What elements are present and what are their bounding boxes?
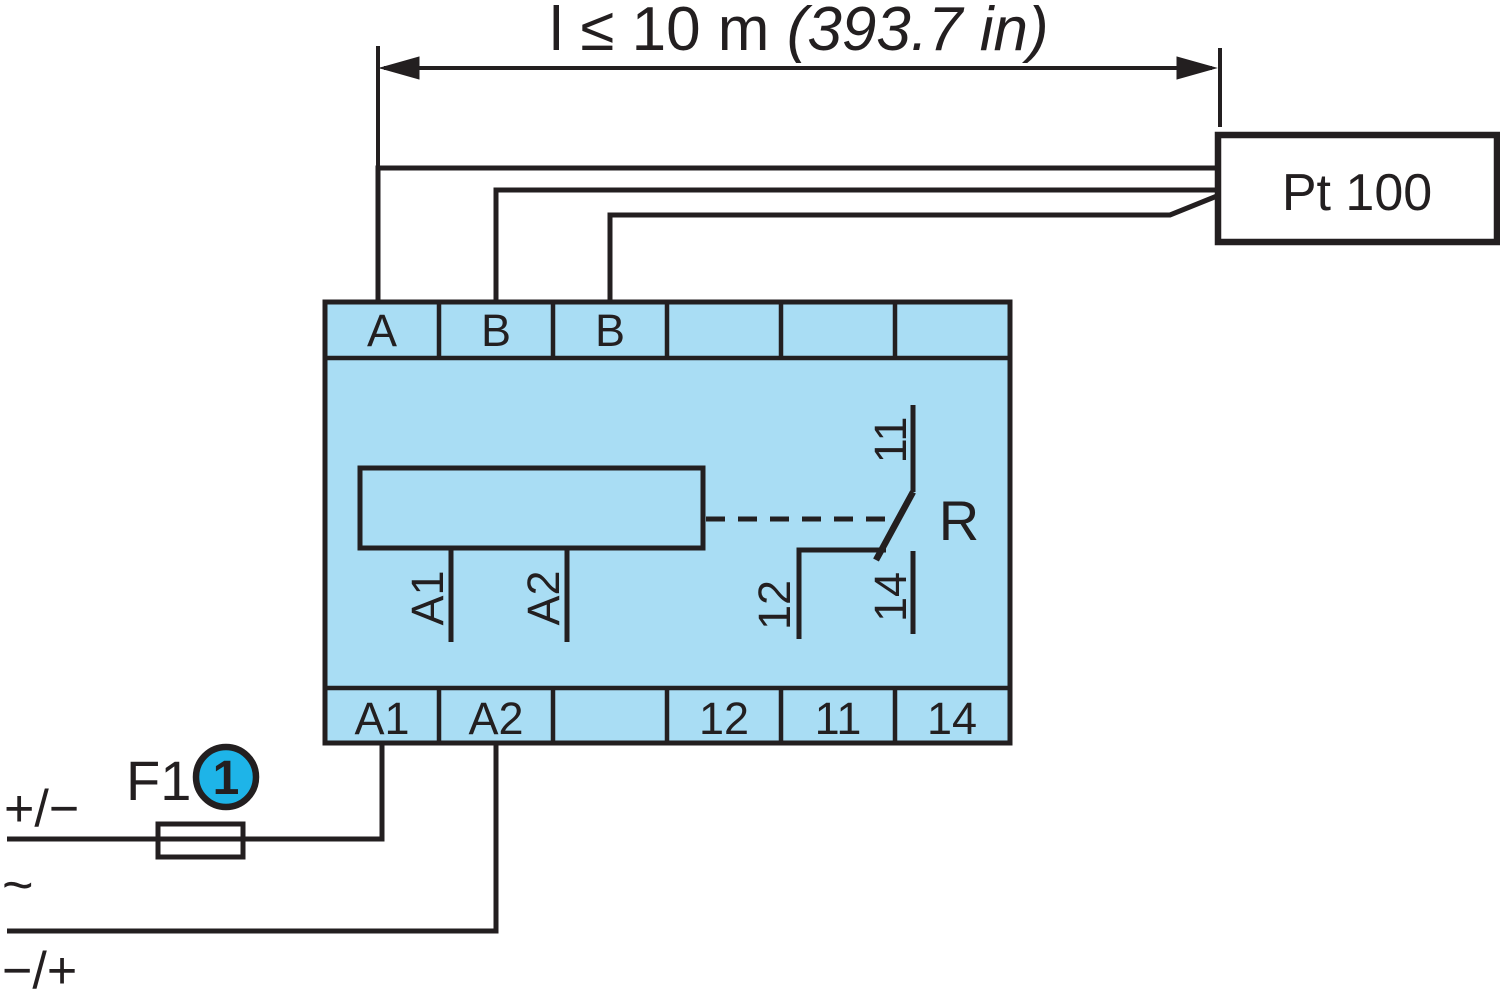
- terminal-a-label: A: [367, 305, 397, 356]
- dimension-label: l ≤ 10 m (393.7 in): [549, 0, 1048, 64]
- terminal-a1-label: A1: [354, 693, 409, 744]
- sensor-wires: [375, 165, 1218, 302]
- coil-block: [357, 465, 706, 551]
- callout-1: 1: [192, 743, 260, 811]
- wire-terminal-b2: [607, 193, 1218, 302]
- bottom-terminal-labels: A1 A2 12 11 14: [354, 693, 977, 744]
- polarity-top-label: +/−: [4, 780, 79, 838]
- coil-lead-a2-label: A2: [518, 570, 569, 625]
- wire-terminal-a: [375, 165, 1216, 302]
- terminal-b1-label: B: [481, 305, 511, 356]
- contact-14-label: 14: [865, 572, 916, 622]
- relay-label: R: [939, 489, 979, 552]
- top-terminal-labels: A B B: [367, 305, 625, 356]
- terminal-b2-label: B: [595, 305, 625, 356]
- contact-lead-12: [796, 547, 886, 639]
- bottom-terminal-dividers: [436, 688, 898, 743]
- terminal-a2-label: A2: [468, 693, 523, 744]
- cable-length-dimension: l ≤ 10 m (393.7 in): [376, 0, 1222, 170]
- supply-wire-a1: [7, 743, 385, 842]
- callout-number: 1: [213, 752, 240, 805]
- wire-terminal-b1: [493, 187, 1216, 302]
- ac-symbol: ~: [2, 855, 34, 915]
- supply-circuit: F1 1 +/− ~ −/+: [2, 743, 499, 999]
- supply-wire-a2: [7, 743, 499, 934]
- top-terminal-dividers: [436, 302, 898, 358]
- terminal-11-label: 11: [815, 693, 862, 744]
- dimension-arrowhead-right-icon: [1176, 56, 1218, 80]
- terminal-14-label: 14: [927, 693, 977, 744]
- relay-device: A B B A1 A2 12 11 14 A1 A2: [322, 299, 1013, 746]
- internal-schematic: A1 A2 11 12 14 R: [357, 405, 979, 642]
- dimension-arrowhead-left-icon: [378, 56, 420, 80]
- sensor-box: Pt 100: [1214, 131, 1500, 246]
- contact-blade: [873, 490, 916, 562]
- callout-circle-icon: [192, 743, 260, 811]
- sensor-outline: [1214, 131, 1500, 246]
- contact-12-label: 12: [749, 580, 800, 630]
- coil-lead-a1-label: A1: [402, 570, 453, 625]
- contact-11-label: 11: [865, 417, 916, 464]
- sensor-label: Pt 100: [1282, 164, 1432, 222]
- fuse-label: F1: [126, 749, 191, 812]
- polarity-bottom-label: −/+: [2, 942, 77, 999]
- terminal-12-label: 12: [699, 693, 749, 744]
